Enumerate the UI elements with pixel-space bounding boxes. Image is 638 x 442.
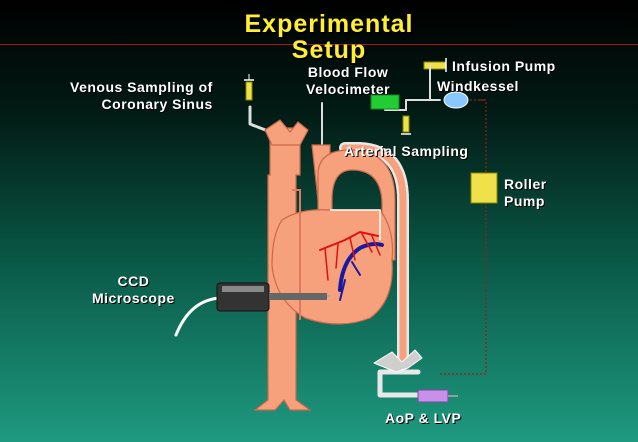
title-line-2: Setup [291,36,367,64]
perfusion-tubing [174,99,441,398]
label-roller-pump: Roller Pump [504,176,547,209]
label-aop-lvp: AoP & LVP [385,410,462,426]
control-wiring [440,99,487,375]
label-windkessel: Windkessel [437,78,519,94]
aop-lvp-sensor [417,389,449,403]
roller-pump-box [470,172,498,204]
label-arterial-sampling: Arterial Sampling [344,143,469,159]
ccd-microscope [216,282,330,312]
windkessel-chamber [443,91,469,109]
syringe-venous [244,74,254,101]
label-venous-sampling: Venous Sampling of Coronary Sinus [70,79,213,112]
coronary-vessels [319,230,384,301]
infusion-pump [423,58,447,100]
label-ccd-microscope: CCD Microscope [92,273,175,306]
title-line-1: Experimental [244,10,414,38]
heart [253,119,396,411]
syringe-arterial [401,115,411,135]
label-infusion-pump: Infusion Pump [452,58,556,74]
blood-flow-velocimeter [370,94,400,110]
label-blood-flow-velocimeter: Blood Flow Velocimeter [306,64,391,97]
header-rule [0,44,638,45]
